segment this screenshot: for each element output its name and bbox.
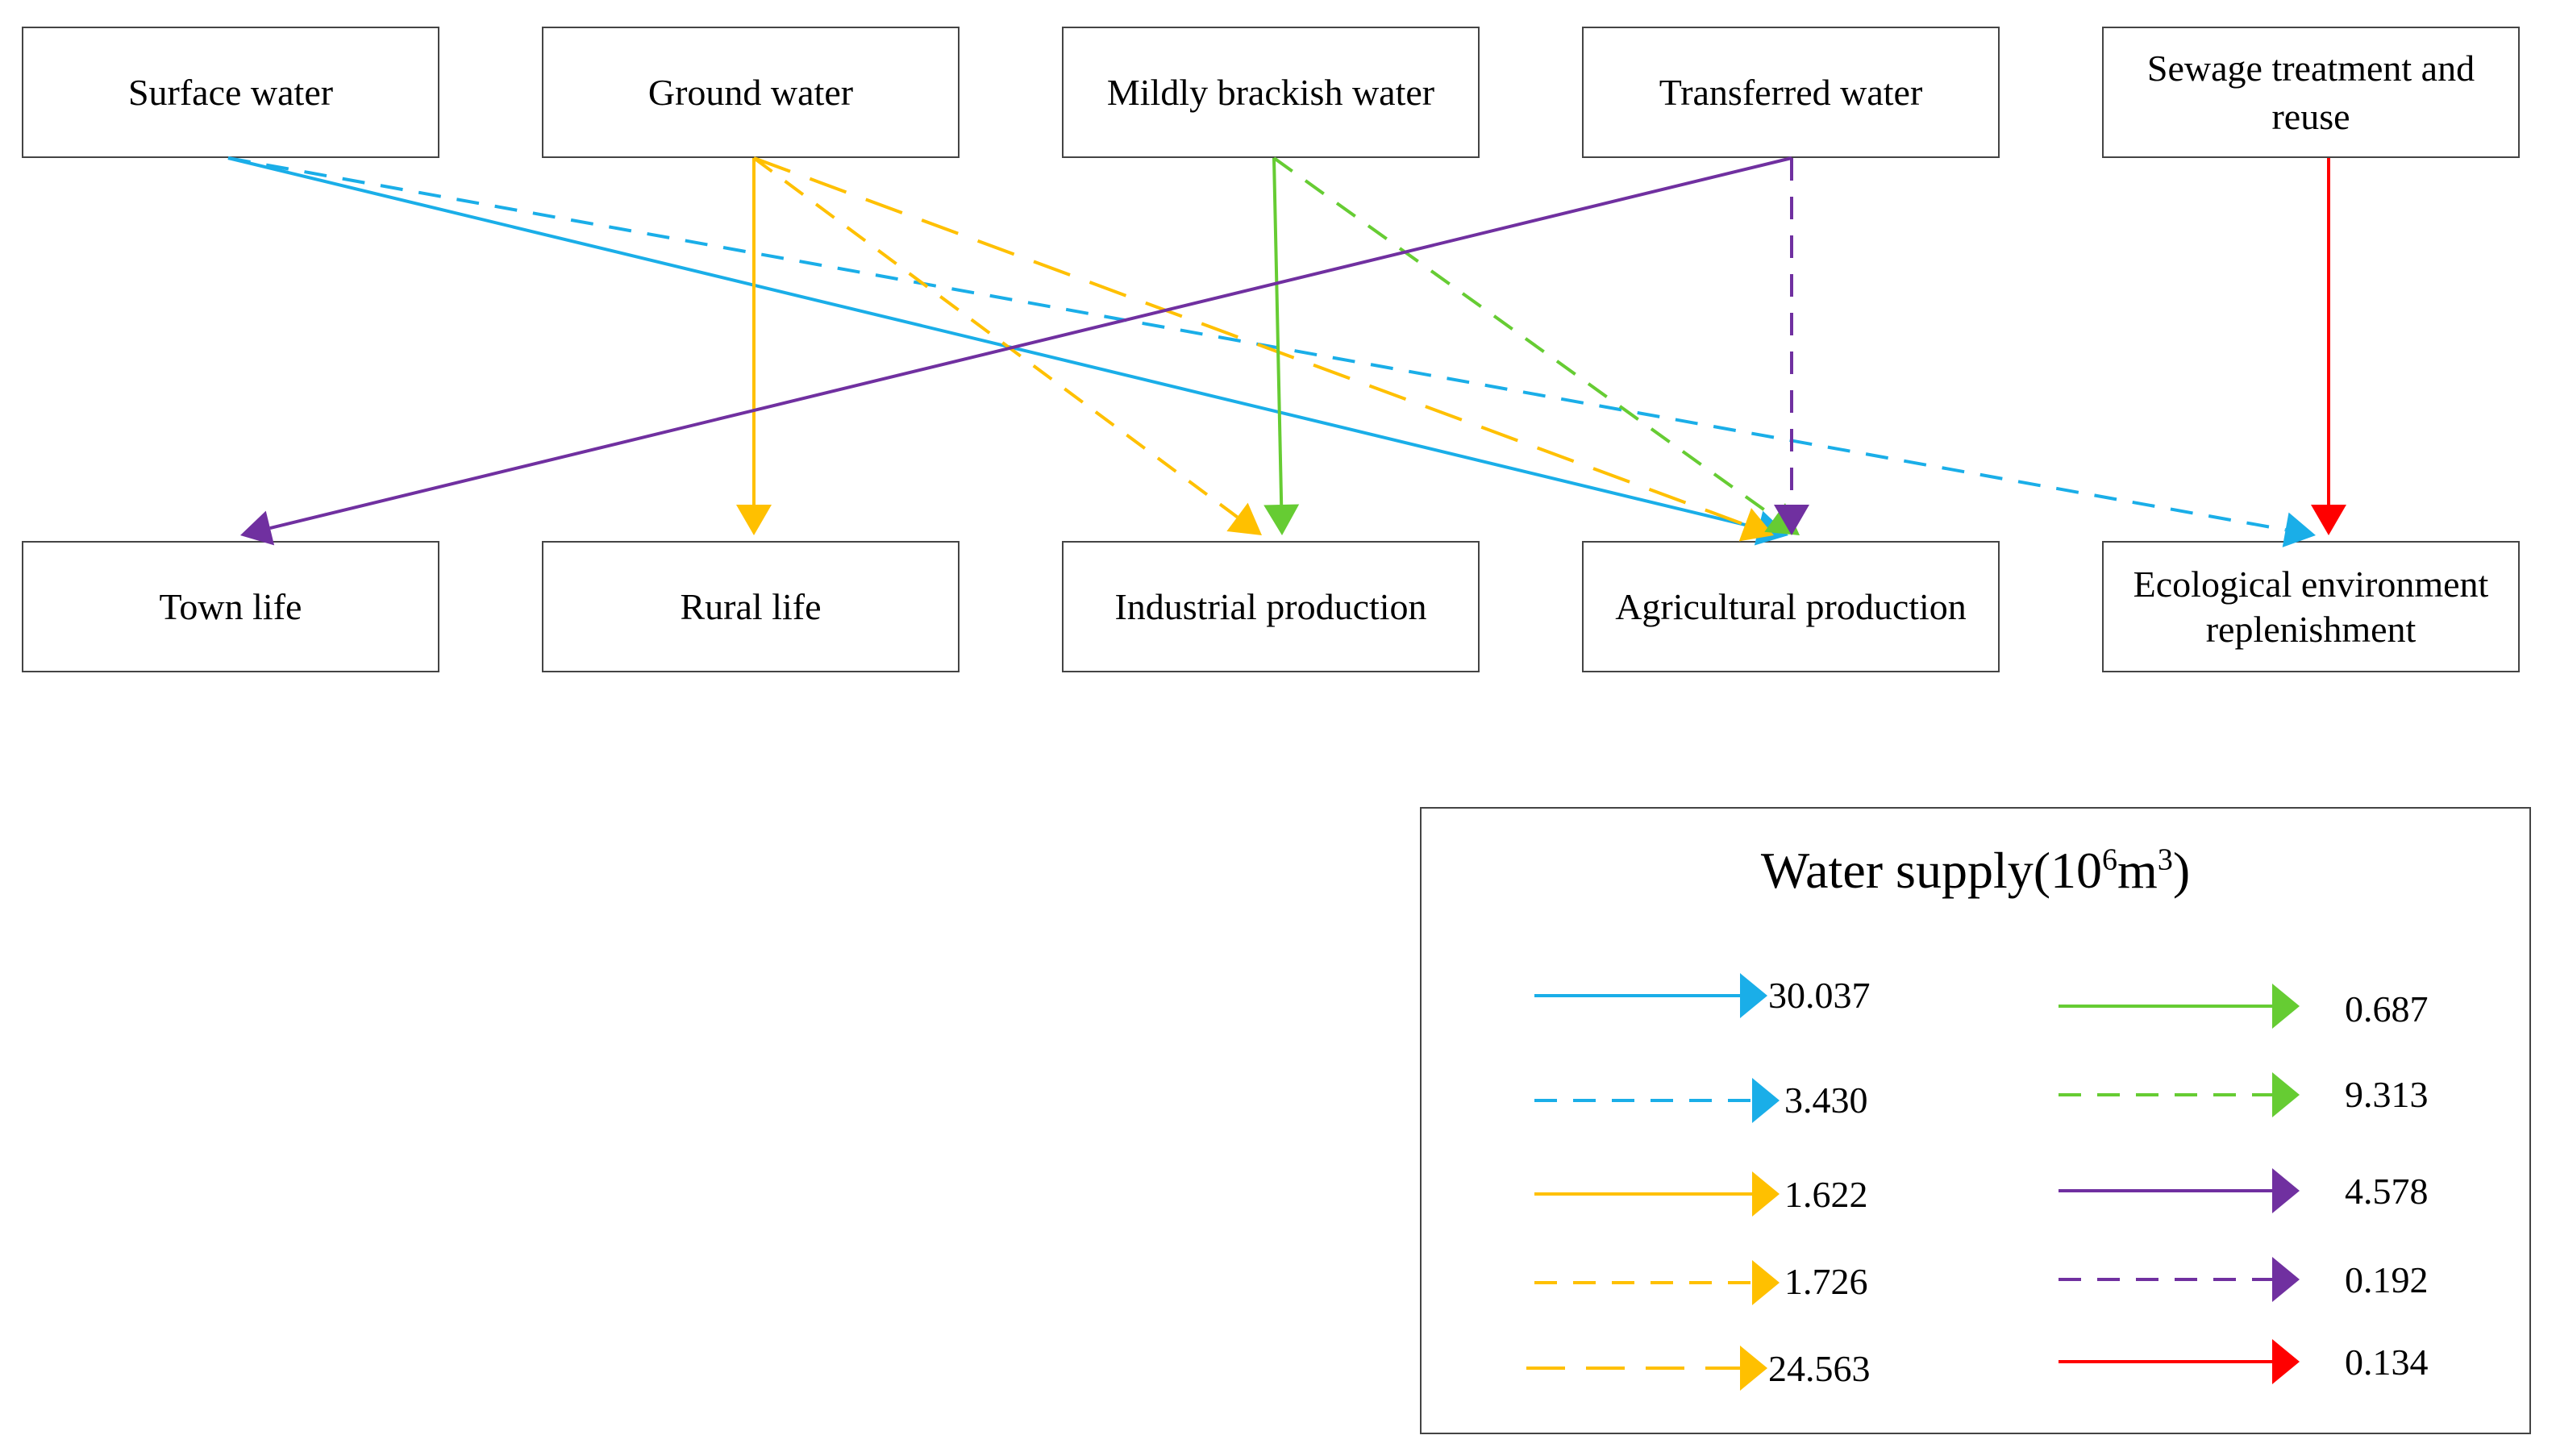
flow-line-ground-to-agricultural	[753, 156, 1746, 526]
destination-label: Industrial production	[1114, 585, 1427, 627]
legend-swatches	[1526, 973, 2300, 1391]
flow-arrowhead-transferred-to-agricultural	[1774, 505, 1809, 535]
legend-swatch-arrowhead	[2272, 1072, 2300, 1117]
flow-line-brackish-to-agricultural	[1272, 156, 1776, 519]
source-box-ground-water: Ground water	[542, 27, 960, 158]
legend-swatch-arrowhead	[1752, 1171, 1780, 1217]
source-label: Sewage treatment and reuse	[2146, 47, 2475, 137]
source-box-mildly-brackish-water: Mildly brackish water	[1062, 27, 1480, 158]
legend-value: 0.192	[2345, 1259, 2429, 1300]
source-box-transferred-water: Transferred water	[1582, 27, 2000, 158]
legend-value: 1.622	[1784, 1174, 1868, 1215]
destination-label: Ecological environment replenishment	[2133, 564, 2489, 650]
legend-value: 0.687	[2345, 988, 2429, 1030]
source-box-surface-water: Surface water	[22, 27, 439, 158]
destination-box-ecological-replenishment: Ecological environment replenishment	[2102, 541, 2520, 672]
legend-value: 24.563	[1768, 1348, 1871, 1389]
legend-swatch-arrowhead	[2272, 1168, 2300, 1213]
legend: Water supply(106m3) 30.037 3.430 1.622 1…	[1420, 807, 2531, 1434]
legend-swatch-arrowhead	[2272, 984, 2300, 1029]
legend-swatch-arrowhead	[1740, 1346, 1767, 1391]
flow-arrowhead-ground-to-industrial	[1226, 502, 1262, 535]
flow-arrowhead-surface-to-ecological	[2282, 512, 2316, 547]
legend-swatch-arrowhead	[1752, 1260, 1780, 1305]
destination-box-rural-life: Rural life	[542, 541, 960, 672]
legend-swatch-arrowhead	[2272, 1339, 2300, 1384]
flow-arrowhead-brackish-to-industrial	[1263, 504, 1300, 535]
legend-value: 1.726	[1784, 1261, 1868, 1302]
source-label: Surface water	[127, 71, 334, 113]
destination-box-industrial-production: Industrial production	[1062, 541, 1480, 672]
legend-swatch-arrowhead	[1752, 1078, 1780, 1123]
legend-value: 3.430	[1784, 1080, 1868, 1121]
legend-value: 4.578	[2345, 1171, 2429, 1212]
destination-box-agricultural-production: Agricultural production	[1582, 541, 2000, 672]
destination-label: Agricultural production	[1615, 585, 1967, 627]
flow-arrowhead-ground-to-rural	[736, 505, 772, 535]
source-label: Mildly brackish water	[1106, 71, 1435, 113]
legend-swatch-arrowhead	[1740, 973, 1767, 1018]
legend-title: Water supply(106m3)	[1760, 842, 2191, 899]
legend-swatch-arrowhead	[2272, 1257, 2300, 1302]
flow-line-surface-to-agricultural	[227, 156, 1759, 530]
flow-line-surface-to-ecological	[227, 156, 2286, 532]
flow-line-brackish-to-industrial	[1272, 157, 1284, 505]
destination-label: Rural life	[680, 585, 822, 627]
flow-arrowhead-ground-to-agricultural	[1738, 508, 1774, 542]
flow-line-transferred-to-town	[269, 156, 1792, 530]
legend-value: 30.037	[1768, 975, 1871, 1016]
legend-value: 9.313	[2345, 1074, 2429, 1115]
source-label: Transferred water	[1659, 71, 1923, 113]
flow-arrowhead-sewage-to-ecological	[2311, 505, 2346, 535]
source-label: Ground water	[647, 71, 854, 113]
flow-line-ground-to-industrial	[752, 156, 1238, 518]
source-box-sewage-treatment: Sewage treatment and reuse	[2102, 27, 2520, 158]
legend-value: 0.134	[2345, 1342, 2429, 1383]
destination-box-town-life: Town life	[22, 541, 439, 672]
destination-label: Town life	[159, 585, 302, 627]
flow-arrowhead-transferred-to-town	[240, 510, 275, 546]
